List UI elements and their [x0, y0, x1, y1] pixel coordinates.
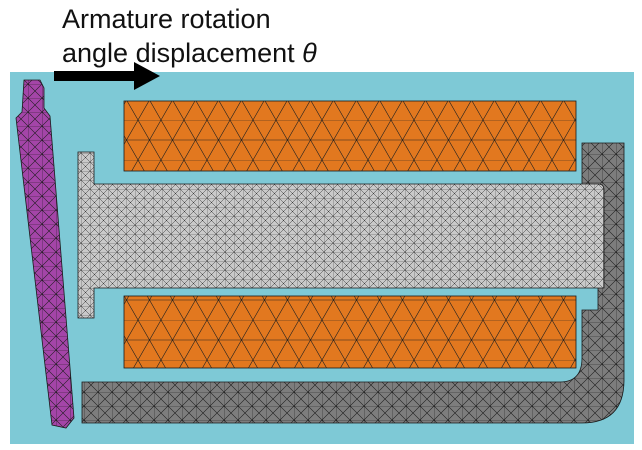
core	[77, 151, 605, 319]
caption-line-1: Armature rotation	[62, 4, 271, 34]
theta-symbol: θ	[302, 38, 317, 68]
coil-upper	[123, 100, 577, 172]
coil-lower	[123, 295, 577, 369]
armature	[15, 79, 75, 429]
yoke	[81, 142, 625, 424]
arrow-right-icon	[54, 62, 160, 90]
caption-line-2-text: angle displacement	[62, 38, 303, 68]
caption-line-2: angle displacement θ	[62, 40, 317, 67]
